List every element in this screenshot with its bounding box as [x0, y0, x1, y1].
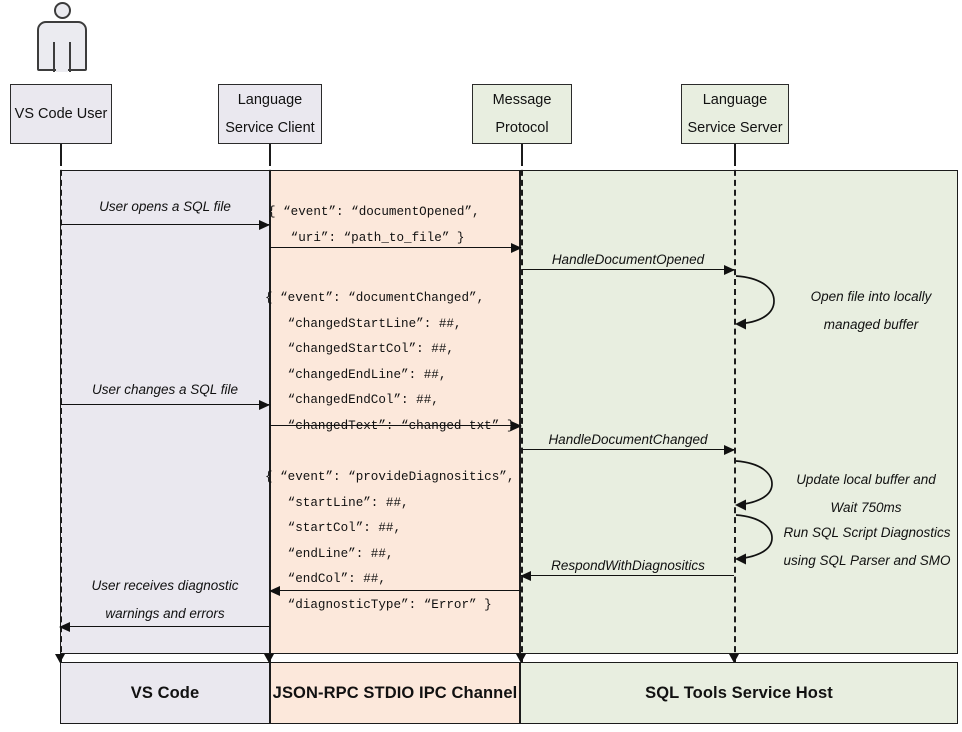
lifeline-header-vs-code-user: VS Code User [10, 84, 112, 144]
lifeline-label-line2: Protocol [495, 120, 549, 136]
arrow-user-changes-sql-file [61, 400, 270, 410]
arrowhead-left-icon [59, 622, 70, 632]
label-open-file-buffer-line2: managed buffer [823, 317, 919, 332]
arrow-user-opens-sql-file [61, 220, 270, 230]
arrowhead-right-icon [511, 421, 522, 431]
arrowhead-right-icon [259, 400, 270, 410]
arrowhead-down-icon [263, 654, 274, 663]
footer-label: VS Code [130, 683, 200, 702]
label-update-buffer-wait-line1: Update local buffer and [796, 472, 936, 487]
lifeline-label-line1: Language [237, 91, 303, 108]
lifeline-header-message-protocol: Message Protocol [472, 84, 572, 144]
actor-right-leg-icon [69, 42, 72, 72]
arrowhead-down-icon [54, 654, 65, 663]
lifeline-label-line1: Message [492, 91, 552, 108]
arrowhead-left-icon [269, 586, 280, 596]
arrow-respond-with-diagnostics [520, 571, 734, 581]
lifeline-language-service-server [734, 160, 736, 662]
label-run-sql-diagnostics: Run SQL Script Diagnostics using SQL Par… [762, 519, 962, 575]
footer-label: JSON-RPC STDIO IPC Channel [272, 683, 518, 702]
label-user-changes-sql-file: User changes a SQL file [91, 382, 239, 397]
band-sql-tools-service-host [520, 170, 958, 654]
arrowhead-right-icon [724, 265, 735, 275]
label-run-sql-diagnostics-line1: Run SQL Script Diagnostics [783, 525, 951, 540]
lifeline-stub-user [60, 144, 62, 162]
self-loop-run-diagnostics [734, 512, 778, 566]
footer-json-rpc-stdio-ipc-channel: JSON-RPC STDIO IPC Channel [270, 662, 520, 724]
label-user-receives-diagnostics: User receives diagnostic warnings and er… [62, 572, 268, 628]
label-user-receives-line1: User receives diagnostic [91, 578, 239, 593]
arrowhead-down-icon [515, 654, 526, 663]
lifeline-label-line2: Service Client [225, 120, 315, 136]
arrowhead-right-icon [259, 220, 270, 230]
arrowhead-right-icon [724, 445, 735, 455]
band-ipc-channel [270, 170, 520, 654]
arrow-handle-document-opened [522, 265, 735, 275]
actor-left-leg-icon [53, 42, 56, 72]
lifeline-language-service-client [269, 160, 271, 662]
label-respond-with-diagnostics: RespondWithDiagnositics [551, 558, 705, 573]
lifeline-stub-server [734, 144, 736, 162]
self-loop-open-file [734, 272, 780, 330]
lifeline-stub-proto [521, 144, 523, 162]
label-handle-document-opened: HandleDocumentOpened [551, 252, 705, 267]
json-document-opened: { “event”: “documentOpened”, “uri”: “pat… [268, 205, 480, 245]
lifeline-stub-client [269, 144, 271, 162]
arrowhead-right-icon [511, 243, 522, 253]
lifeline-header-language-service-client: Language Service Client [218, 84, 322, 144]
lifeline-label-line1: Language [702, 91, 768, 108]
arrow-handle-document-changed [522, 445, 735, 455]
json-document-changed: { “event”: “documentChanged”, “changedSt… [265, 291, 515, 433]
arrow-client-to-protocol-changed [270, 421, 522, 431]
label-user-opens-sql-file: User opens a SQL file [99, 199, 231, 214]
label-handle-document-changed: HandleDocumentChanged [548, 432, 708, 447]
lifeline-message-protocol [521, 160, 523, 662]
label-update-buffer-wait-line2: Wait 750ms [830, 500, 902, 515]
footer-sql-tools-service-host: SQL Tools Service Host [520, 662, 958, 724]
footer-vs-code: VS Code [60, 662, 270, 724]
json-provide-diagnostics: { “event”: “provideDiagnositics”, “start… [265, 470, 515, 612]
label-open-file-buffer: Open file into locally managed buffer [766, 283, 962, 339]
label-open-file-buffer-line1: Open file into locally [810, 289, 932, 304]
lifeline-label-line2: Service Server [687, 120, 783, 136]
arrow-client-to-user-diagnostics [59, 622, 269, 632]
arrowhead-left-icon [520, 571, 531, 581]
arrow-protocol-to-client-diagnostics [269, 586, 522, 596]
actor-head-icon [54, 2, 71, 19]
lifeline-label-line1: VS Code User [14, 105, 108, 122]
label-run-sql-diagnostics-line2: using SQL Parser and SMO [783, 553, 951, 568]
arrow-client-to-protocol-opened [270, 243, 522, 253]
self-loop-update-wait [734, 458, 778, 512]
lifeline-vs-code-user [60, 160, 62, 662]
band-vscode [60, 170, 270, 654]
vs-code-user-actor-icon [36, 2, 88, 74]
footer-label: SQL Tools Service Host [645, 683, 833, 702]
actor-leg-gap [56, 42, 68, 72]
lifeline-header-language-service-server: Language Service Server [681, 84, 789, 144]
arrowhead-down-icon [728, 654, 739, 663]
label-update-buffer-wait: Update local buffer and Wait 750ms [764, 466, 962, 522]
label-user-receives-line2: warnings and errors [105, 606, 225, 621]
